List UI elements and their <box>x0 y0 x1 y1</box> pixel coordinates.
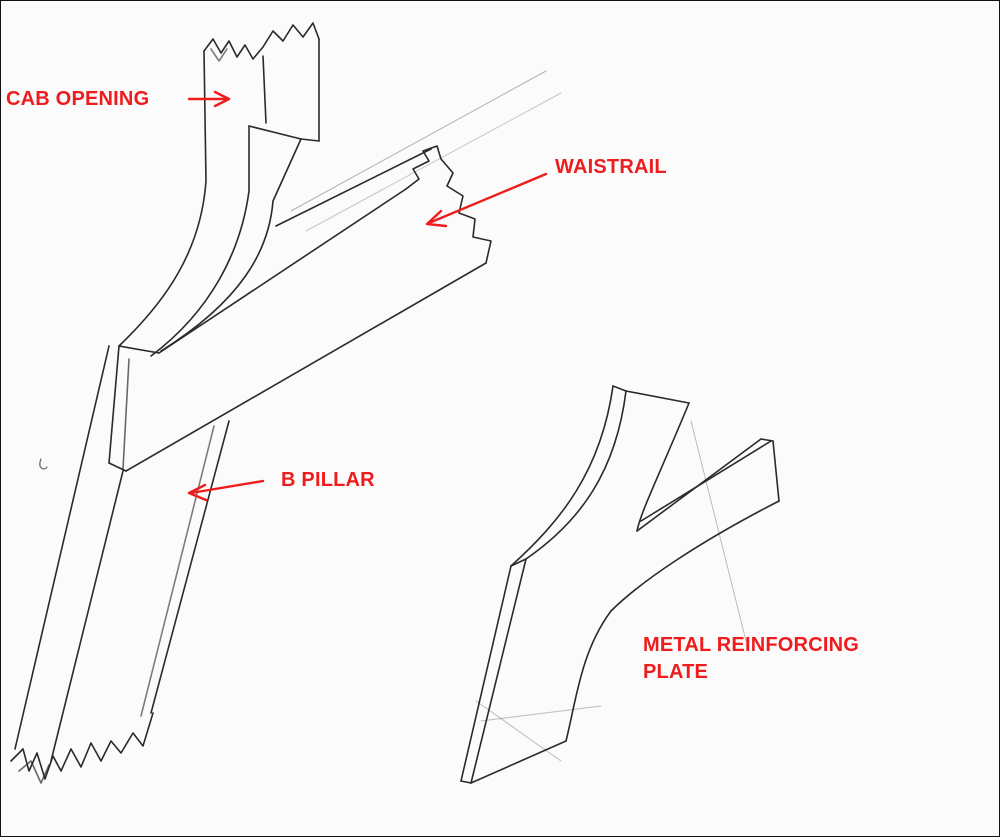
reinforcing-plate-text-line1: METAL REINFORCING <box>643 634 859 656</box>
b-pillar-label: B PILLAR <box>281 467 375 494</box>
b-pillar-arrow-icon <box>187 479 265 502</box>
b-pillar-text: B PILLAR <box>281 469 375 491</box>
reinforcing-plate-text-line2: PLATE <box>643 661 709 683</box>
waistrail-label: WAISTRAIL <box>555 154 667 181</box>
reinforcing-plate-label: METAL REINFORCING PLATE <box>643 632 859 686</box>
cab-opening-drawing <box>118 22 320 357</box>
cab-opening-text: CAB OPENING <box>6 88 150 110</box>
waistrail-drawing <box>108 70 562 472</box>
reinforcing-plate-drawing <box>460 385 780 784</box>
cab-opening-label: CAB OPENING <box>6 86 149 113</box>
waistrail-text: WAISTRAIL <box>555 156 667 178</box>
b-pillar-drawing <box>10 345 230 784</box>
waistrail-arrow-icon <box>425 172 548 228</box>
cab-opening-arrow-icon <box>187 90 231 108</box>
